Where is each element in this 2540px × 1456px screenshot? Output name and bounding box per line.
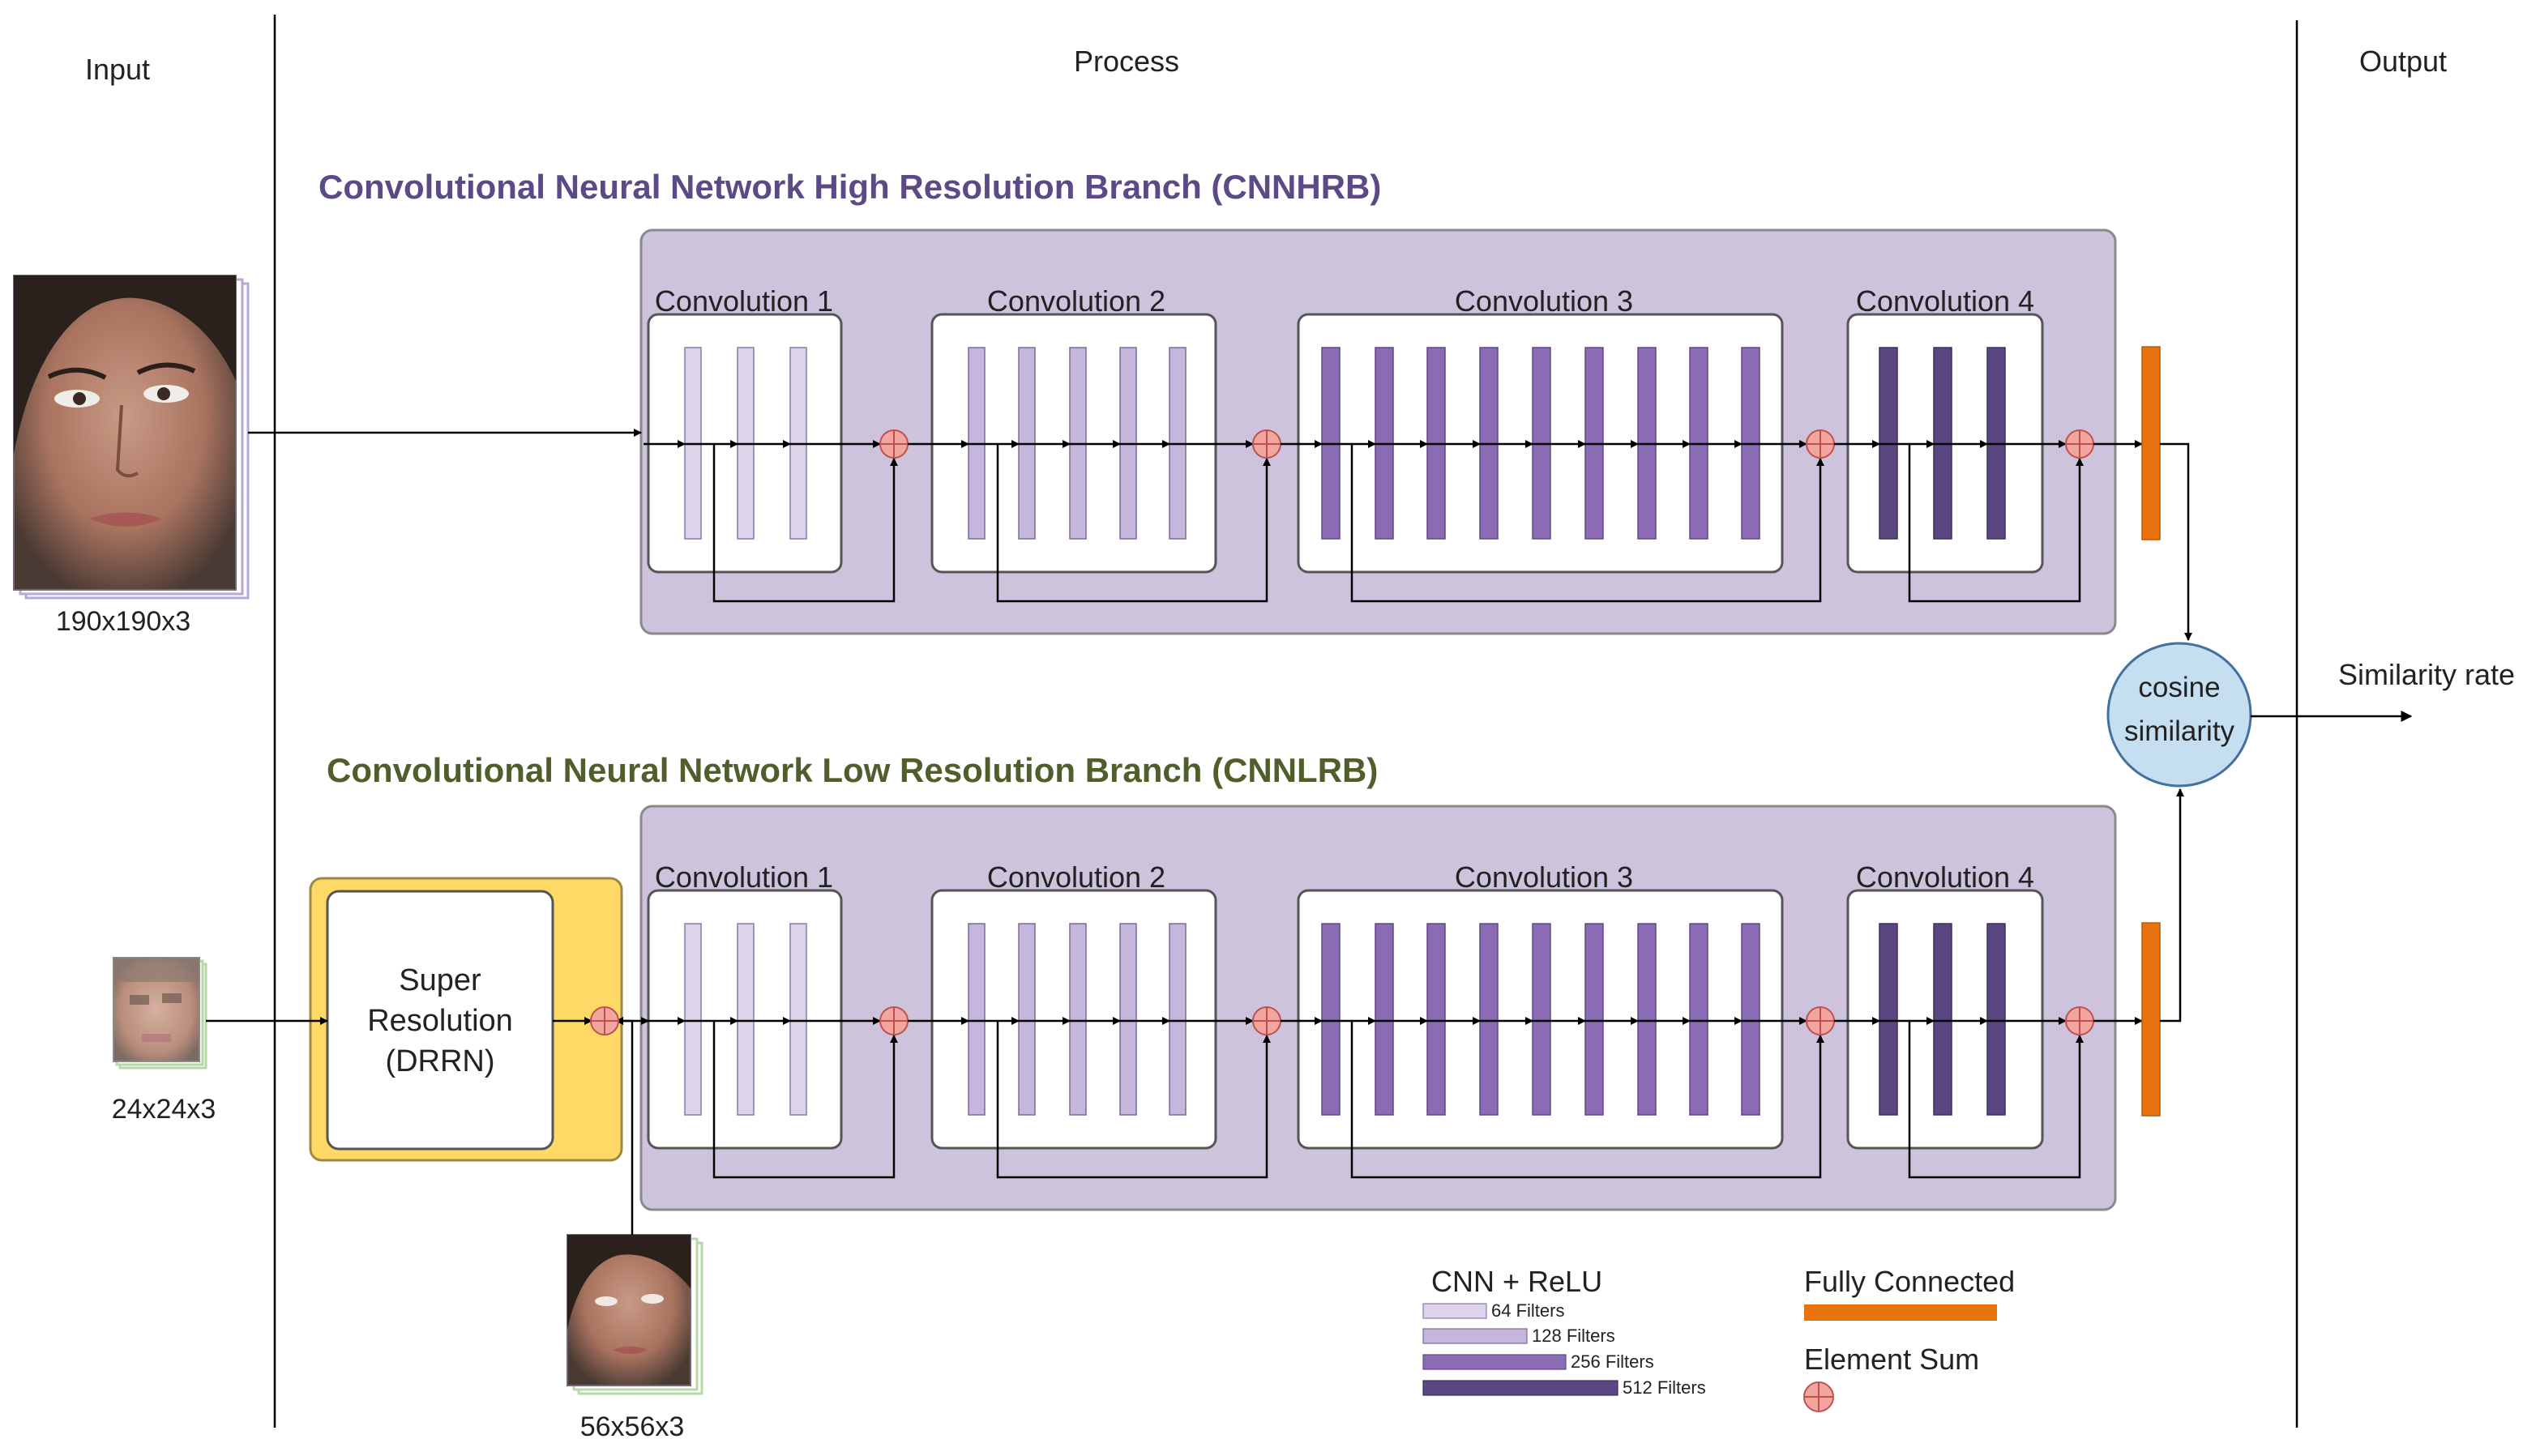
high-element-sum-4 <box>2065 429 2094 459</box>
legend: CNN + ReLU Fully Connected Element Sum 6… <box>1422 1265 2015 1412</box>
high-element-sum-3 <box>1806 429 1835 459</box>
low-element-sum-2 <box>1252 1006 1281 1035</box>
legend-filter-label-3: 256 Filters <box>1571 1351 1654 1372</box>
legend-fc-title: Fully Connected <box>1804 1265 2015 1298</box>
low-conv3-layer-7 <box>1637 923 1657 1116</box>
super-res-image <box>567 1234 703 1395</box>
output-header: Output <box>2359 45 2447 78</box>
super-res-dimension: 56x56x3 <box>580 1411 685 1442</box>
high-element-sum-1 <box>879 429 909 459</box>
low-element-sum-1 <box>879 1006 909 1035</box>
high-element-sum-2 <box>1252 429 1281 459</box>
high-fully-connected <box>2141 346 2161 540</box>
low-fully-connected <box>2141 922 2161 1117</box>
low-conv3-layer-6 <box>1584 923 1604 1116</box>
cosine-label-1: cosine <box>2138 672 2220 703</box>
high-conv4-label: Convolution 4 <box>1856 284 2034 318</box>
low-conv2-layer-2 <box>1018 923 1036 1116</box>
low-branch-network: Convolution 1 Convolution 2 Convolution 3 C… <box>644 860 2161 1179</box>
low-conv2-layer-3 <box>1069 923 1087 1116</box>
legend-filter-list: 64 Filters 128 Filters 256 Filters 512 Filt… <box>1422 1300 1706 1398</box>
legend-filter-swatch-3 <box>1422 1354 1567 1370</box>
high-branch-title: Convolutional Neural Network High Resolu… <box>319 168 1381 206</box>
low-conv2-layer-5 <box>1169 923 1187 1116</box>
super-resolution-label-2: Resolution <box>367 1004 513 1038</box>
legend-filter-label-1: 64 Filters <box>1491 1300 1564 1321</box>
low-conv3-layer-8 <box>1689 923 1708 1116</box>
sr-element-sum <box>590 1006 619 1035</box>
high-res-input-image <box>13 275 250 600</box>
low-element-sum-3 <box>1806 1006 1835 1035</box>
low-conv4-layer-2 <box>1933 923 1952 1116</box>
low-element-sum-4 <box>2065 1006 2094 1035</box>
high-conv3-label: Convolution 3 <box>1455 284 1633 318</box>
low-conv1-layer-1 <box>684 923 702 1116</box>
legend-filter-label-4: 512 Filters <box>1623 1377 1706 1398</box>
low-conv4-label: Convolution 4 <box>1856 860 2034 894</box>
cosine-similarity-node <box>2106 642 2252 788</box>
low-conv3-layer-4 <box>1479 923 1499 1116</box>
process-header: Process <box>1074 45 1179 78</box>
legend-filter-label-2: 128 Filters <box>1532 1326 1615 1346</box>
low-res-dimension: 24x24x3 <box>112 1094 216 1125</box>
low-conv2-layer-1 <box>968 923 986 1116</box>
low-res-input-image <box>113 957 207 1070</box>
low-conv2-layer-4 <box>1119 923 1137 1116</box>
low-conv2-label: Convolution 2 <box>987 860 1165 894</box>
legend-sum-title: Element Sum <box>1804 1343 1979 1376</box>
legend-filter-swatch-1 <box>1422 1303 1487 1319</box>
low-conv4-layer-1 <box>1879 923 1898 1116</box>
legend-filter-swatch-4 <box>1422 1380 1619 1396</box>
low-conv3-layer-3 <box>1426 923 1446 1116</box>
low-conv1-label: Convolution 1 <box>655 860 833 894</box>
legend-sum-icon <box>1803 1381 1834 1412</box>
high-fc-to-cosine <box>2160 442 2192 641</box>
super-resolution-label-3: (DRRN) <box>385 1044 494 1078</box>
low-conv3-label: Convolution 3 <box>1455 860 1633 894</box>
input-header: Input <box>85 53 150 86</box>
low-conv1-layer-3 <box>789 923 807 1116</box>
low-conv3-layer-9 <box>1741 923 1760 1116</box>
legend-filter-swatch-2 <box>1422 1328 1528 1344</box>
low-conv3-layer-5 <box>1532 923 1551 1116</box>
low-conv4-layer-3 <box>1986 923 2006 1116</box>
high-conv2-label: Convolution 2 <box>987 284 1165 318</box>
low-conv3-layer-1 <box>1321 923 1341 1116</box>
similarity-rate-label: Similarity rate <box>2338 658 2515 691</box>
super-resolution-label-1: Super <box>399 963 481 997</box>
legend-cnn-title: CNN + ReLU <box>1431 1265 1602 1298</box>
low-conv1-layer-2 <box>737 923 755 1116</box>
high-branch-network: Convolution 1 Convolution 2 Convolution 3 C… <box>644 284 2161 603</box>
low-branch-title: Convolutional Neural Network Low Resolut… <box>327 751 1378 789</box>
low-fc-to-cosine <box>2160 788 2184 1023</box>
high-res-dimension: 190x190x3 <box>56 606 190 637</box>
cosine-label-2: similarity <box>2124 715 2235 747</box>
low-conv3-layer-2 <box>1375 923 1394 1116</box>
high-conv1-label: Convolution 1 <box>655 284 833 318</box>
legend-fc-swatch <box>1804 1304 1997 1321</box>
